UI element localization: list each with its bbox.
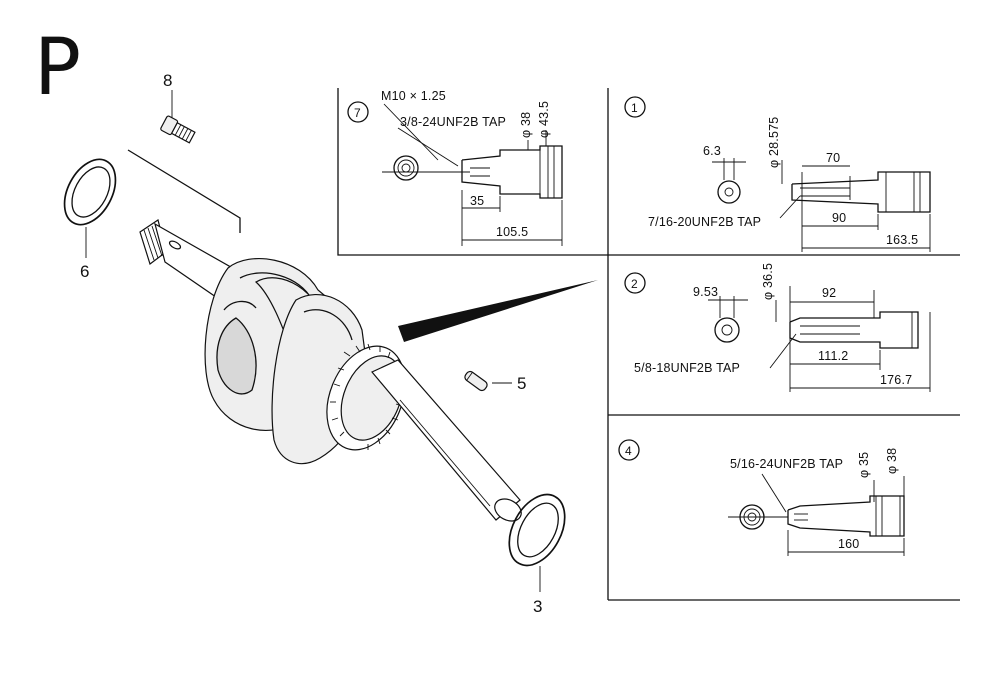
detail-1-len-a: 70	[826, 151, 840, 165]
upper-washer-part	[63, 158, 117, 258]
detail-7-len-short: 35	[470, 194, 484, 208]
bolt-part	[160, 90, 196, 144]
detail-2-panel	[624, 272, 931, 392]
detail-2-dia: φ 36.5	[761, 263, 775, 300]
detail-7-dia-small: φ 38	[519, 112, 533, 138]
callout-key: 5	[517, 374, 526, 393]
detail-4-number: 4	[625, 444, 632, 458]
key-part	[464, 370, 512, 392]
detail-2-len-a: 92	[822, 286, 836, 300]
detail-4-dia-small: φ 35	[857, 452, 871, 478]
detail-1-panel	[624, 96, 931, 252]
detail-2-len-total: 176.7	[880, 373, 912, 387]
callout-upper-washer: 6	[80, 262, 89, 281]
detail-7-number: 7	[354, 106, 361, 120]
detail-1-tap: 7/16-20UNF2B TAP	[648, 215, 761, 229]
detail-7-dia-large: φ 43.5	[537, 101, 551, 138]
detail-1-number: 1	[631, 101, 638, 115]
detail-7-thread: M10 × 1.25	[381, 89, 446, 103]
frame-lines	[127, 88, 960, 601]
detail-7-tap: 3/8-24UNF2B TAP	[400, 115, 506, 129]
detail-7-len-total: 105.5	[496, 225, 528, 239]
detail-2-len-b: 111.2	[818, 349, 848, 363]
pointer-arrow	[398, 280, 598, 342]
callout-lower-washer: 3	[533, 597, 542, 616]
lower-washer-part	[508, 493, 566, 592]
detail-2-number: 2	[631, 277, 638, 291]
crankshaft	[139, 219, 522, 522]
detail-2-keyway: 9.53	[693, 285, 718, 299]
detail-1-len-total: 163.5	[886, 233, 918, 247]
detail-1-dia: φ 28.575	[767, 117, 781, 168]
detail-4-panel	[618, 439, 905, 556]
detail-1-keyway: 6.3	[703, 144, 721, 158]
detail-7-panel	[347, 101, 563, 246]
detail-4-dia-large: φ 38	[885, 448, 899, 474]
detail-2-tap: 5/8-18UNF2B TAP	[634, 361, 740, 375]
detail-4-len: 160	[838, 537, 859, 551]
callout-bolt: 8	[163, 71, 172, 90]
detail-4-tap: 5/16-24UNF2B TAP	[730, 457, 843, 471]
page-letter: P	[34, 23, 81, 113]
detail-1-len-b: 90	[832, 211, 846, 225]
